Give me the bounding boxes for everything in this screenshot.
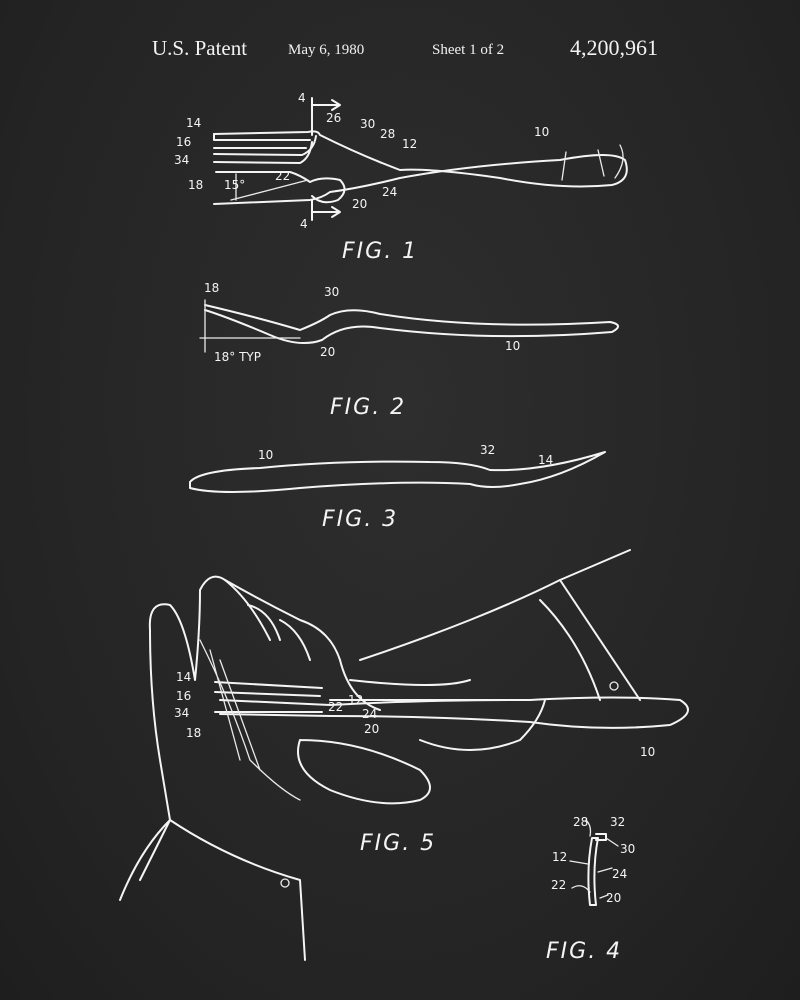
patent-number: 4,200,961 (570, 35, 658, 60)
figure-1-fork-spoon-top-view: 4 4 14 16 34 18 15° 26 30 28 12 22 24 20… (174, 91, 628, 264)
ref-30: 30 (324, 285, 339, 299)
ref-32: 32 (610, 815, 625, 829)
angle-15: 15° (224, 178, 245, 192)
ref-24: 24 (362, 707, 377, 721)
ref-10: 10 (258, 448, 273, 462)
ref-10: 10 (505, 339, 520, 353)
ref-18: 18 (186, 726, 201, 740)
ref-20: 20 (606, 891, 621, 905)
angle-18-typ: 18° TYP (214, 350, 261, 364)
ref-16: 16 (176, 135, 191, 149)
ref-34: 34 (174, 706, 189, 720)
figure-4-caption: FIG. 4 (546, 939, 622, 964)
ref-12: 12 (348, 693, 363, 707)
ref-30: 30 (620, 842, 635, 856)
figure-1-caption: FIG. 1 (342, 239, 418, 264)
sheet-number: Sheet 1 of 2 (432, 42, 505, 58)
figure-5-hands-using-utensil: 14 16 34 18 22 12 24 20 10 FIG. 5 (119, 549, 689, 961)
patent-title: U.S. Patent (152, 36, 248, 60)
ref-18: 18 (188, 178, 203, 192)
ref-28: 28 (380, 127, 395, 141)
figure-5-caption: FIG. 5 (360, 831, 436, 856)
ref-22: 22 (328, 700, 343, 714)
ref-16: 16 (176, 689, 191, 703)
ref-20: 20 (352, 197, 367, 211)
ref-32: 32 (480, 443, 495, 457)
ref-24: 24 (612, 867, 627, 881)
figure-3-side-view: 10 32 14 FIG. 3 (189, 443, 606, 532)
ref-22: 22 (551, 878, 566, 892)
ref-14: 14 (176, 670, 191, 684)
ref-28: 28 (573, 815, 588, 829)
ref-30: 30 (360, 117, 375, 131)
figure-3-caption: FIG. 3 (322, 507, 398, 532)
figure-4-cross-section: 28 32 30 12 24 22 20 FIG. 4 (546, 815, 635, 964)
ref-34: 34 (174, 153, 189, 167)
figure-2-caption: FIG. 2 (330, 395, 406, 420)
ref-14: 14 (186, 116, 201, 130)
ref-10: 10 (534, 125, 549, 139)
ref-26: 26 (326, 111, 341, 125)
ref-20: 20 (320, 345, 335, 359)
ref-10: 10 (640, 745, 655, 759)
patent-date: May 6, 1980 (288, 42, 365, 58)
ref-14: 14 (538, 453, 553, 467)
section-label-bottom: 4 (300, 217, 308, 231)
ref-12: 12 (552, 850, 567, 864)
figure-2-side-view: 18 30 20 10 18° TYP FIG. 2 (199, 281, 619, 420)
ref-12: 12 (402, 137, 417, 151)
ref-18: 18 (204, 281, 219, 295)
ref-24: 24 (382, 185, 397, 199)
ref-22: 22 (275, 169, 290, 183)
ref-20: 20 (364, 722, 379, 736)
section-label-top: 4 (298, 91, 306, 105)
